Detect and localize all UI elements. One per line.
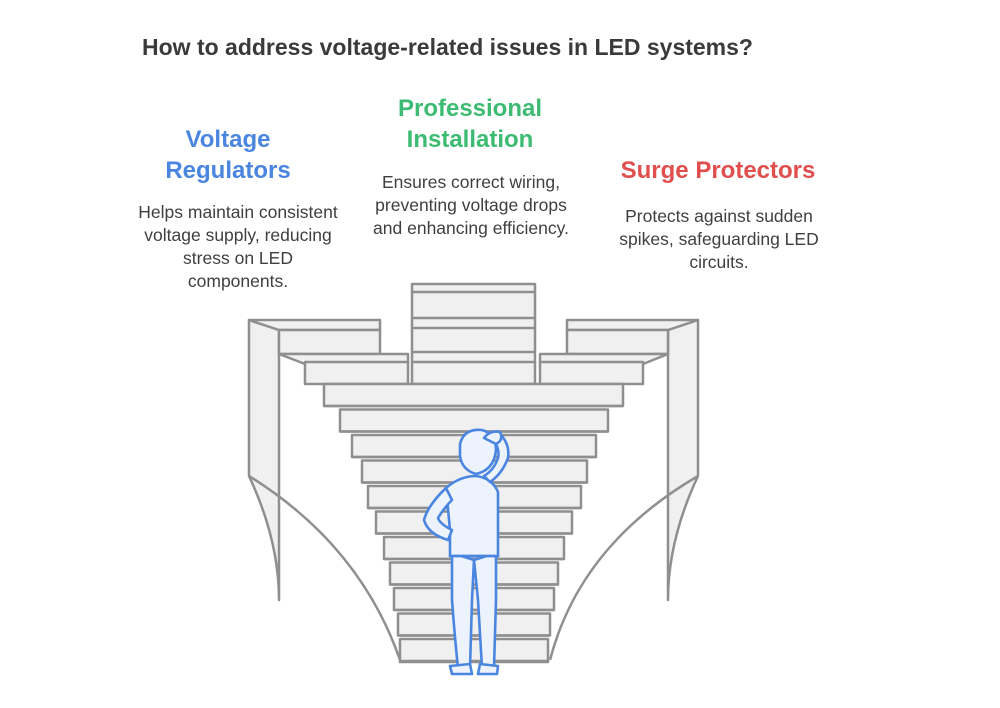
person-torso <box>444 474 500 558</box>
professional-installation-heading: Professional Installation <box>365 93 575 155</box>
right-curve <box>548 474 699 661</box>
person-left-leg <box>450 551 476 670</box>
stair-step <box>396 612 552 637</box>
left-top-step-riser <box>277 328 382 356</box>
person-left-shoe <box>448 662 474 676</box>
left-curve <box>248 474 402 661</box>
person-left-arm <box>422 486 454 542</box>
left-wall <box>247 318 281 602</box>
heading-line: Professional <box>397 95 543 122</box>
surge-protectors-description: Protects against sudden spikes, safeguar… <box>619 206 819 272</box>
voltage-regulators-description: Helps maintain consistent voltage supply… <box>138 202 338 291</box>
stair-step <box>322 382 625 408</box>
stair-step <box>338 408 610 433</box>
stair-step <box>398 637 550 664</box>
heading-line: Regulators <box>165 157 291 184</box>
heading-line: Surge Protectors <box>620 157 816 184</box>
right-second-step-riser <box>538 360 645 386</box>
left-second-step-riser <box>303 360 410 386</box>
thinking-person-icon <box>422 428 510 676</box>
voltage-regulators-heading: Voltage Regulators <box>128 124 328 186</box>
stair-step <box>392 586 556 612</box>
heading-line: Installation <box>406 126 534 153</box>
surge-protectors-heading: Surge Protectors <box>600 155 836 186</box>
right-top-step-riser <box>565 328 670 356</box>
person-right-shoe <box>476 662 500 676</box>
person-hand <box>482 430 503 446</box>
professional-installation-description: Ensures correct wiring, preventing volta… <box>373 172 569 238</box>
page-title: How to address voltage-related issues in… <box>142 34 753 60</box>
heading-line: Voltage <box>185 126 271 153</box>
right-wall <box>666 318 700 602</box>
center-pillar <box>410 282 537 386</box>
